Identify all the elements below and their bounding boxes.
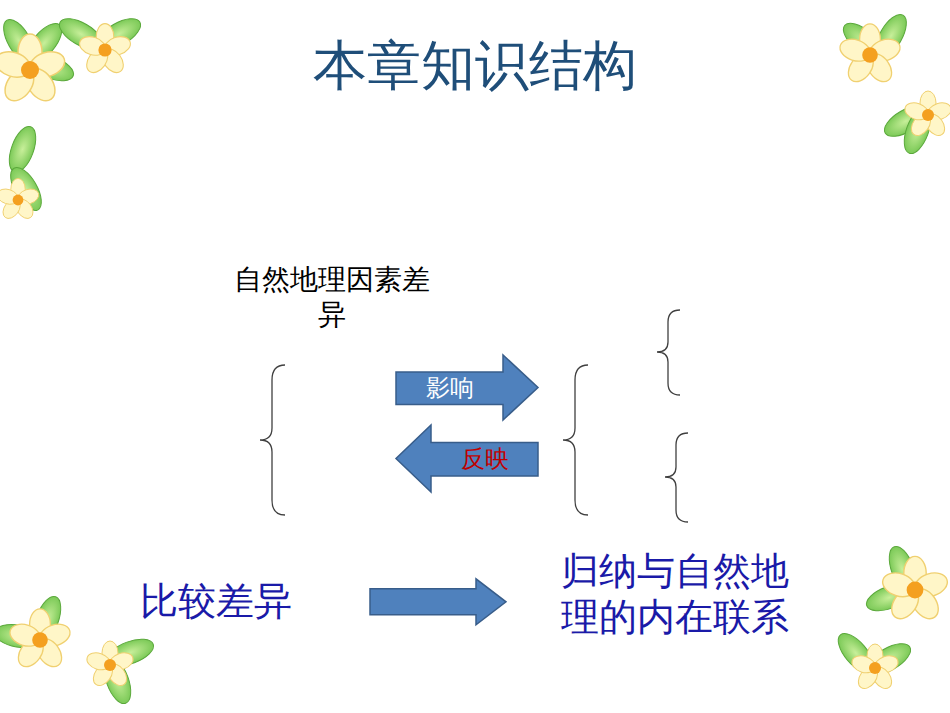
side-heading: 自然地理因素差异: [232, 262, 432, 332]
arrow-outline: [396, 425, 538, 492]
connector-path: [370, 579, 506, 625]
node-text: 归纳与自然地理的内在联系: [561, 549, 801, 640]
text-node: 比较差异: [122, 575, 370, 629]
block-arrow-connector: [370, 579, 506, 625]
arrow-outline: [396, 355, 538, 420]
block-arrow: 影响: [396, 355, 538, 420]
brackets: [260, 310, 688, 522]
right-brace: [563, 365, 588, 515]
corner-flowers: [0, 10, 950, 707]
upper-brace: [657, 310, 680, 395]
title: 本章知识结构: [0, 30, 950, 100]
text-node: 归纳与自然地理的内在联系: [506, 545, 811, 644]
node-text: 比较差异: [140, 579, 310, 625]
block-arrow: 反映: [396, 425, 538, 492]
left-brace: [260, 365, 285, 515]
arrow-label: 反映: [431, 442, 538, 476]
lower-brace: [665, 433, 688, 522]
arrow-label: 影响: [396, 372, 503, 405]
